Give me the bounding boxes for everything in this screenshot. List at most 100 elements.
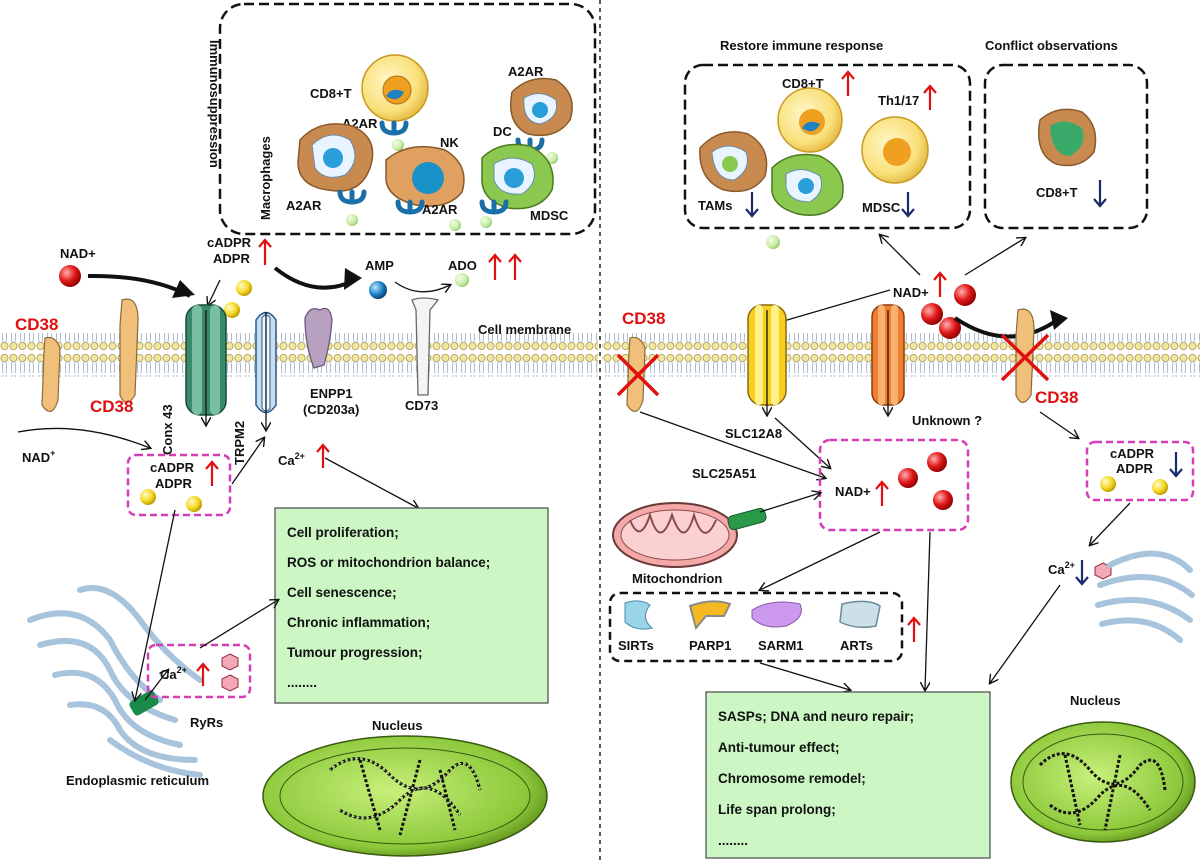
a2ar-mac-label: A2AR [286, 198, 322, 213]
a2ar-receptor-nk [395, 199, 425, 215]
trpm2-label: TRPM2 [232, 421, 247, 465]
macrophage-cell [297, 123, 374, 192]
right-cd8t-label: CD8+T [782, 76, 824, 91]
cd8t-cell [361, 54, 429, 122]
adpr-label: ADPR [213, 251, 250, 266]
cadpr-inner-box: cADPR ADPR [126, 453, 232, 517]
slc25a51-channel [727, 507, 767, 531]
enzyme-up-arrow [907, 616, 921, 642]
conflict-box: CD8+T [983, 63, 1149, 230]
er-label: Endoplasmic reticulum [66, 773, 209, 788]
dc-label: DC [493, 124, 512, 139]
nad-inner-box: NAD+ [818, 438, 970, 532]
sirts-shape [624, 600, 654, 630]
a2ar-dc-label: A2AR [508, 64, 544, 79]
ca-up-arrow [316, 443, 330, 468]
enzyme-box: SIRTs PARP1 SARM1 ARTs [608, 591, 904, 663]
enzyme-2: SARM1 [758, 638, 804, 653]
left-effect-0: Cell proliferation; [287, 525, 399, 540]
unknown-label: Unknown ? [912, 413, 982, 428]
enzyme-0: SIRTs [618, 638, 654, 653]
right-nucleus-label: Nucleus [1070, 693, 1121, 708]
enzyme-1: PARP1 [689, 638, 731, 653]
right-cd8t-up-arrow [841, 70, 855, 96]
ca-label: Ca2+ [278, 451, 305, 468]
cell-membrane-label: Cell membrane [478, 322, 571, 337]
left-effect-4: Tumour progression; [287, 645, 423, 660]
restore-box: CD8+T Th1/17 TAMs MDSC [683, 63, 972, 230]
left-effects-box: Cell proliferation; ROS or mitochondrion… [274, 507, 549, 704]
right-effect-2: Chromosome remodel; [718, 771, 866, 786]
right-nad-label: NAD+ [893, 285, 929, 300]
nad-plus-inner-label: NAD+ [22, 448, 55, 465]
amp-label: AMP [365, 258, 394, 273]
immunosuppression-box: Immunosuppression CD8+T A2AR Macrophages… [207, 2, 597, 236]
nad-inner-label: NAD+ [835, 484, 871, 499]
left-nucleus [262, 735, 548, 857]
right-cadpr-box: cADPR ADPR [1085, 440, 1195, 502]
mitochondrion [612, 502, 738, 568]
right-ca-label: Ca2+ [1048, 560, 1075, 577]
right-effect-1: Anti-tumour effect; [718, 740, 840, 755]
left-effect-5: ........ [287, 675, 317, 690]
nad-molecule [59, 265, 81, 287]
inner-cadpr-up-arrow [205, 460, 219, 486]
tams-label: TAMs [698, 198, 732, 213]
a2ar-receptor-mac [337, 189, 367, 205]
right-effect-0: SASPs; DNA and neuro repair; [718, 709, 914, 724]
cd38-mid-label: CD38 [90, 397, 133, 416]
mdsc-label: MDSC [530, 208, 569, 223]
left-effect-3: Chronic inflammation; [287, 615, 430, 630]
enpp1-label-1: ENPP1 [310, 386, 353, 401]
cd38-protein-mid [119, 298, 139, 404]
ryrs-label: RyRs [190, 715, 223, 730]
ca-er-label: Ca2+ [160, 665, 187, 682]
right-cadpr-label: cADPR [1110, 446, 1155, 461]
arts-shape [839, 600, 881, 629]
immunosuppression-title: Immunosuppression [207, 40, 222, 168]
parp1-shape [688, 600, 732, 631]
cd38-protein-left [41, 336, 61, 412]
ca-er-up-arrow [196, 662, 210, 686]
a2ar-receptor-cd8 [379, 120, 409, 136]
conflict-title: Conflict observations [985, 38, 1118, 53]
th117-up-arrow [923, 84, 937, 110]
dc-cell [510, 77, 573, 137]
right-cd38-left-label: CD38 [622, 309, 665, 328]
right-cd38-right-label: CD38 [1035, 388, 1078, 407]
amp-molecule [369, 281, 387, 299]
ado-label: ADO [448, 258, 477, 273]
enzyme-3: ARTs [840, 638, 873, 653]
mitochondrion-label: Mitochondrion [632, 571, 722, 586]
conflict-cd8t-down-arrow [1093, 180, 1107, 208]
right-nucleus [1010, 721, 1196, 843]
nad-plus-label: NAD+ [60, 246, 96, 261]
cd73-label: CD73 [405, 398, 438, 413]
cadpr-label: cADPR [207, 235, 252, 250]
right-ca-down-arrow [1075, 560, 1089, 586]
right-cd38-left-cross [616, 353, 660, 397]
slc12a8-label: SLC12A8 [725, 426, 782, 441]
right-effects-box: SASPs; DNA and neuro repair; Anti-tumour… [705, 691, 991, 859]
nk-cell [385, 145, 465, 207]
macrophages-label: Macrophages [258, 136, 273, 220]
nk-label: NK [440, 135, 459, 150]
enpp1-label-2: (CD203a) [303, 402, 359, 417]
inner-cadpr-label: cADPR [150, 460, 195, 475]
a2ar-receptor-mdsc [479, 199, 509, 215]
right-cd38-right-cross [1000, 333, 1050, 382]
ado-up-arrow-1 [488, 253, 502, 280]
left-nucleus-label: Nucleus [372, 718, 423, 733]
cd38-top-label: CD38 [15, 315, 58, 334]
ado-up-arrow-2 [508, 253, 522, 280]
right-adpr-label: ADPR [1116, 461, 1153, 476]
golgi-apparatus [1095, 550, 1195, 643]
nad-inner-up-arrow [875, 480, 889, 506]
tams-down-arrow [745, 192, 759, 218]
cell-membrane-left [0, 333, 598, 377]
slc25a51-label: SLC25A51 [692, 466, 756, 481]
left-effect-1: ROS or mitochondrion balance; [287, 555, 490, 570]
cd73-protein [411, 297, 440, 396]
right-effect-3: Life span prolong; [718, 802, 836, 817]
